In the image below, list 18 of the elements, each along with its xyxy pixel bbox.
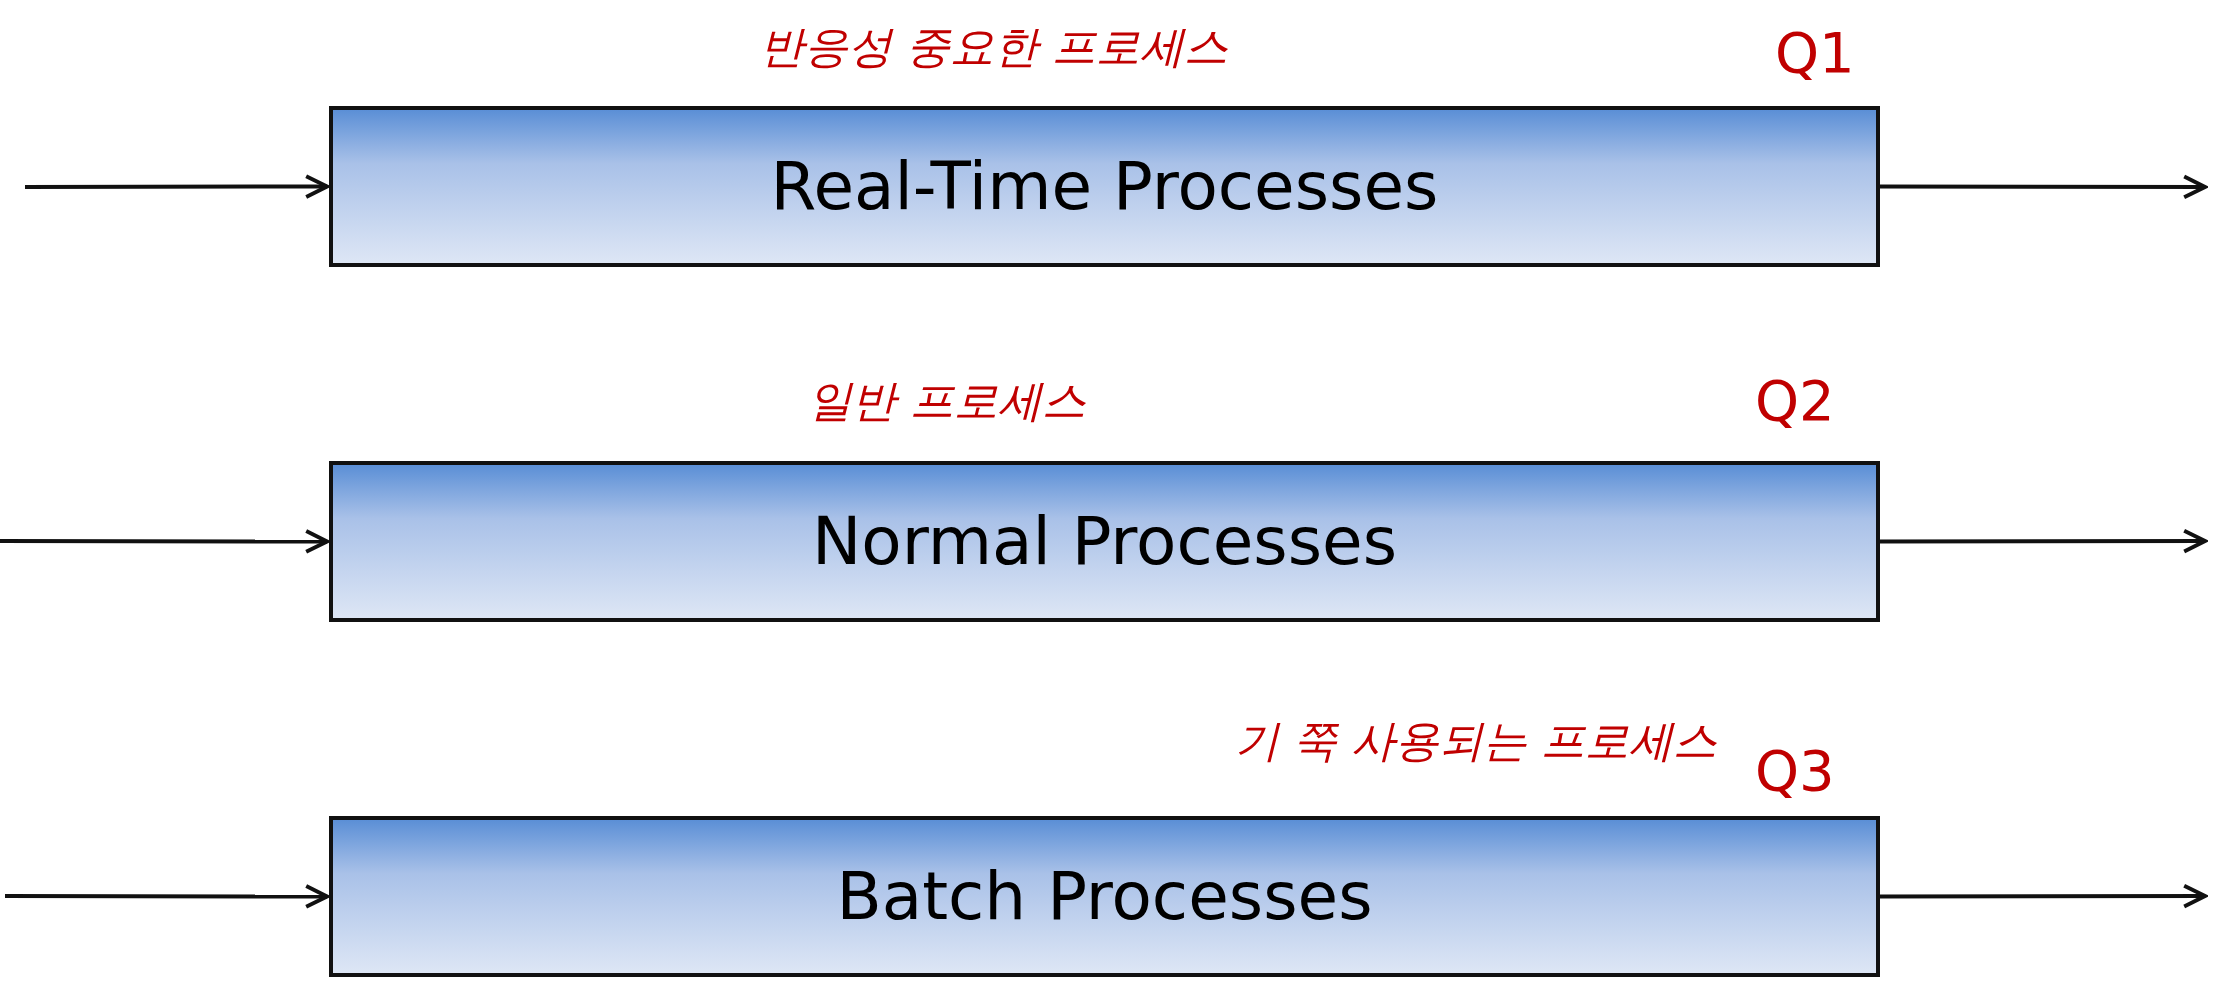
process-box <box>329 461 1880 622</box>
process-box <box>329 816 1880 977</box>
process-box <box>329 106 1880 267</box>
arrow <box>1880 174 2207 200</box>
handwritten-note: 반응성 중요한 프로세스 <box>760 20 1228 74</box>
queue-label: Q1 <box>1775 20 1855 85</box>
handwritten-note: 기 쭉 사용되는 프로세스 <box>1235 714 1717 768</box>
box-label: Normal Processes <box>811 503 1398 580</box>
arrow <box>1880 528 2207 554</box>
arrow <box>1880 883 2207 909</box>
arrow <box>0 529 329 554</box>
queue-label: Q3 <box>1755 738 1835 803</box>
arrow <box>25 174 329 199</box>
box-label: Real-Time Processes <box>770 148 1439 225</box>
queue-label: Q2 <box>1755 368 1835 433</box>
box-label: Batch Processes <box>836 858 1373 935</box>
arrow <box>5 884 329 909</box>
handwritten-note: 일반 프로세스 <box>808 374 1086 428</box>
